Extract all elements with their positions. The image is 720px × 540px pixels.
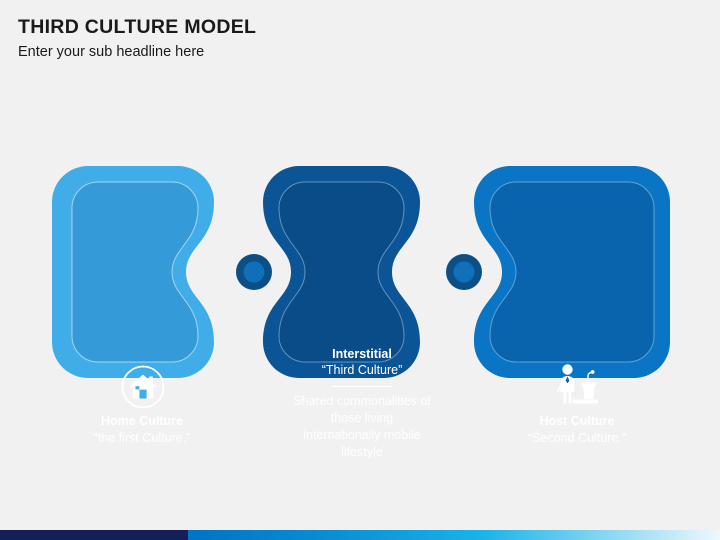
home-culture-subtitle: “the first Culture.” (93, 430, 191, 445)
footer-bar-gradient-segment (188, 530, 720, 540)
home-culture-label: Home Culture “the first Culture.” (72, 414, 212, 446)
footer-bar (0, 530, 720, 540)
host-culture-label: Host Culture “Second Culture.” (507, 414, 647, 446)
host-culture-subtitle: “Second Culture.” (528, 430, 626, 445)
puzzle-piece-home[interactable] (52, 166, 214, 378)
home-culture-title: Home Culture (101, 414, 183, 428)
three-culture-diagram: Home Culture “the first Culture.” Inters… (0, 150, 720, 459)
interstitial-body: Shared commonalities of those living int… (293, 393, 431, 459)
puzzle-piece-interstitial[interactable] (263, 166, 420, 378)
diagram-shapes (52, 166, 670, 378)
slide-header: THIRD CULTURE MODEL Enter your sub headl… (18, 16, 618, 61)
footer-bar-navy-segment (0, 530, 188, 540)
connector-left (236, 254, 272, 290)
host-culture-title: Host Culture (539, 414, 615, 428)
page-title: THIRD CULTURE MODEL (18, 16, 257, 38)
connector-right (446, 254, 482, 290)
puzzle-piece-host[interactable] (474, 166, 670, 378)
page-subtitle: Enter your sub headline here (18, 44, 205, 61)
